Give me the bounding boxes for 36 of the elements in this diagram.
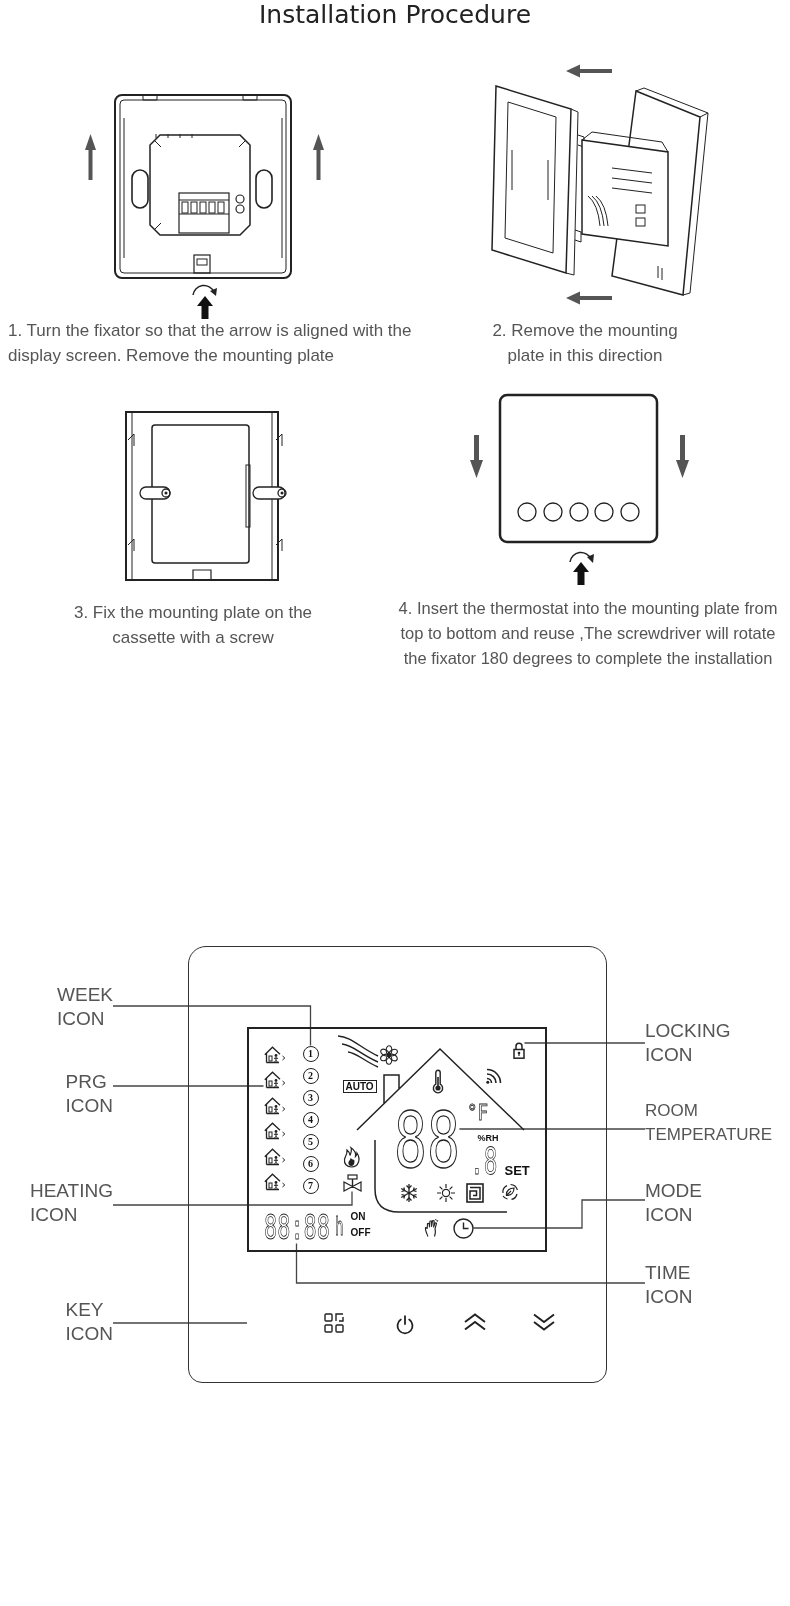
callout-label: MODE ICON [645, 1179, 702, 1227]
callout-label: HEATING ICON [29, 1179, 113, 1227]
leader-line [112, 1005, 312, 1047]
callout-label: ROOM TEMPERATURE [645, 1099, 773, 1147]
leader-line [472, 1199, 646, 1229]
step-caption: 3. Fix the mounting plate on the cassette with a screw [72, 602, 314, 649]
on-indicator: ON [350, 1210, 366, 1222]
step-caption: 1. Turn the fixator so that the arrow is aligned with the display screen. Remove the mounting plate [8, 320, 413, 367]
decimal-digit: .8 [469, 1141, 497, 1180]
valve-icon [342, 1173, 362, 1192]
hour-unit: h [334, 1214, 344, 1239]
callout-label: KEY ICON [65, 1298, 113, 1346]
off-indicator: OFF [350, 1226, 371, 1238]
lock-icon [512, 1040, 525, 1059]
callout-label: LOCKING ICON [645, 1019, 731, 1067]
step-caption: 4. Insert the thermostat into the mounting plate from top to bottom and reuse ,The screwdriver will rotate the fixator 180 degrees to complete the installation [397, 598, 779, 669]
time-display: 88:88 [263, 1209, 330, 1244]
callout-label: TIME ICON [645, 1261, 693, 1309]
lcd-screen [246, 1026, 547, 1252]
leader-line [112, 1322, 248, 1324]
leader-line [295, 1242, 646, 1284]
auto-indicator: AUTO [342, 1079, 377, 1093]
step-caption: 2. Remove the mounting plate in this direction [491, 320, 679, 367]
page-title: Installation Procedure [258, 0, 532, 30]
unit-symbol: °F [466, 1101, 488, 1124]
callout-label: WEEK ICON [57, 983, 113, 1031]
temperature-display: 88 [393, 1102, 460, 1179]
thermostat-housing [188, 946, 607, 1383]
leader-line [458, 1128, 646, 1130]
clock-icon [452, 1217, 474, 1239]
leader-line [112, 1085, 265, 1087]
set-indicator: SET [504, 1163, 530, 1178]
leader-line [112, 1190, 353, 1206]
leader-line [523, 1042, 646, 1044]
callout-label: PRG ICON [65, 1070, 113, 1118]
humidity-unit: %RH [477, 1132, 499, 1143]
